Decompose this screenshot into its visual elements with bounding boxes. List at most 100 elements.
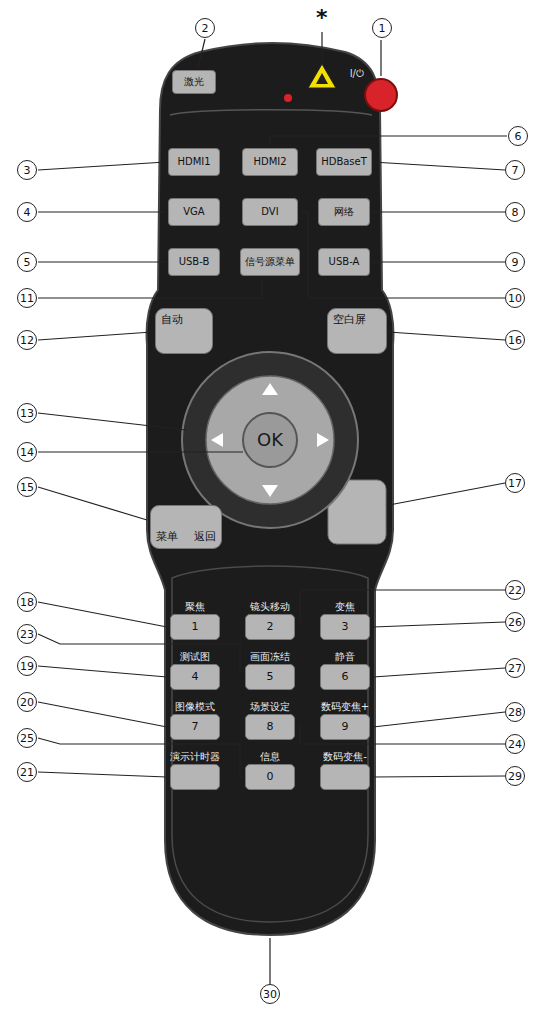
button-label: 菜单: [156, 530, 178, 544]
button-label: 1: [192, 620, 199, 634]
button-label: OK: [257, 429, 283, 452]
button-label: 3: [342, 620, 349, 634]
power-button: I/⏻: [364, 78, 398, 112]
callout-number: 14: [17, 442, 37, 462]
source-button: USB-A: [318, 248, 370, 276]
source-button: 激光: [172, 70, 216, 94]
button-caption: 静音: [335, 651, 355, 664]
leader-line: [198, 39, 205, 68]
button-label: USB-B: [179, 256, 210, 269]
callout-number: 9: [505, 252, 525, 272]
callout-number: 22: [505, 580, 525, 600]
callout-number: 29: [505, 766, 525, 786]
leader-line: [380, 40, 381, 76]
leader-line: [321, 32, 322, 62]
button-caption: I/⏻: [350, 68, 364, 81]
arrow-up: [262, 383, 278, 395]
leader-line: [38, 280, 262, 298]
callout-number: 16: [505, 330, 525, 350]
remote-body: [147, 43, 394, 935]
function-button: 菜单 返回: [150, 505, 222, 549]
leader-line: [373, 776, 505, 777]
button-label: 8: [267, 720, 274, 734]
leader-line: [38, 772, 167, 777]
button-label: 6: [342, 670, 349, 684]
button-label: 0: [267, 770, 274, 784]
callout-number: 13: [17, 403, 37, 423]
keypad-button: 数码变焦-: [320, 764, 370, 790]
leader-line: [38, 602, 167, 627]
button-label: 7: [192, 720, 199, 734]
keypad-button: 演示计时器: [170, 764, 220, 790]
leader-lines: [38, 32, 507, 984]
button-caption: 测试图: [180, 651, 210, 664]
callout-number: 1: [372, 18, 392, 38]
button-label: 自动: [161, 313, 183, 327]
callout-number: 4: [17, 202, 37, 222]
callout-number: 19: [17, 656, 37, 676]
button-caption: 数码变焦+: [321, 701, 369, 714]
button-label: HDBaseT: [321, 156, 367, 169]
leader-line: [373, 668, 505, 677]
button-label: 4: [192, 670, 199, 684]
button-label: HDMI2: [253, 156, 286, 169]
leader-line: [373, 712, 505, 727]
callout-number: 11: [17, 288, 37, 308]
leader-line: [38, 487, 147, 520]
leader-line: [389, 483, 505, 505]
leader-line: [38, 211, 166, 212]
callout-number: 5: [17, 252, 37, 272]
callout-number: 27: [505, 658, 525, 678]
leader-line: [38, 162, 166, 170]
dpad: [206, 376, 334, 504]
leader-line: [388, 332, 505, 340]
button-label: 5: [267, 670, 274, 684]
leader-line: [270, 136, 507, 145]
leader-line: [372, 162, 505, 170]
button-caption: 图像模式: [175, 701, 215, 714]
button-caption: 变焦: [335, 601, 355, 614]
callout-number: 15: [17, 477, 37, 497]
button-caption: 数码变焦-: [323, 751, 367, 764]
button-label: 返回: [194, 530, 216, 544]
laser-aperture: [308, 64, 336, 88]
leader-line: [38, 413, 186, 430]
button-label: HDMI1: [177, 156, 210, 169]
source-button: VGA: [168, 198, 220, 226]
keypad-button: 场景设定8: [245, 714, 295, 740]
callout-number: 6: [508, 126, 528, 146]
button-label: 网络: [334, 206, 354, 219]
button-label: 空白屏: [333, 313, 366, 327]
panel-line: [170, 110, 372, 115]
callout-number: 7: [505, 160, 525, 180]
keypad-button: 测试图4: [170, 664, 220, 690]
laser-symbol: [316, 73, 328, 84]
keypad-button: 静音6: [320, 664, 370, 690]
leader-line: [373, 622, 505, 627]
source-button: HDBaseT: [316, 148, 372, 176]
leader-line: [372, 211, 505, 212]
button-caption: 信息: [260, 751, 280, 764]
callout-number: 10: [505, 288, 525, 308]
leader-line: [372, 261, 505, 262]
button-label: 9: [342, 720, 349, 734]
source-button: 信号源菜单: [240, 248, 300, 276]
keypad-button: 图像模式7: [170, 714, 220, 740]
source-button: HDMI2: [242, 148, 298, 176]
keypad-button: 信息0: [245, 764, 295, 790]
arrow-right: [317, 433, 329, 447]
callout-number: 2: [195, 18, 215, 38]
function-button: 空白屏: [327, 308, 387, 354]
callout-number: 8: [505, 202, 525, 222]
callout-number: 20: [17, 692, 37, 712]
button-label: 激光: [184, 76, 204, 89]
callout-number: 12: [17, 330, 37, 350]
button-label: USB-A: [329, 256, 360, 269]
leader-line: [38, 702, 167, 727]
source-button: HDMI1: [168, 148, 220, 176]
button-label: 2: [267, 620, 274, 634]
keypad-button: 变焦3: [320, 614, 370, 640]
button-caption: 镜头移动: [250, 601, 290, 614]
button-label: VGA: [183, 206, 204, 219]
